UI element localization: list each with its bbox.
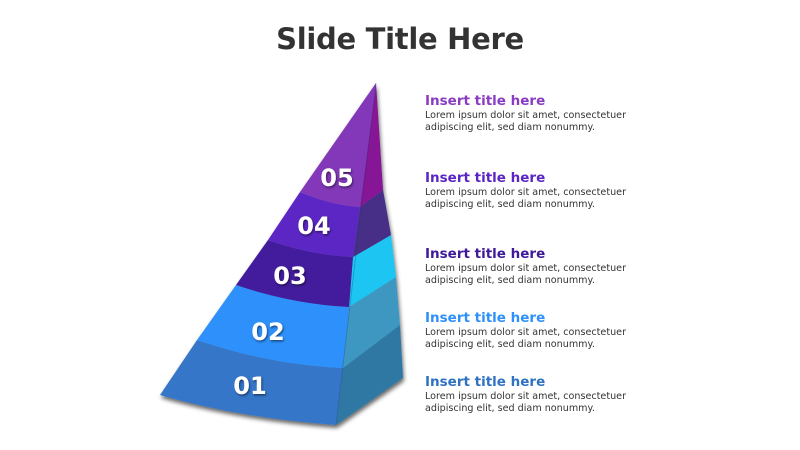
text-item-4: Insert title here Lorem ipsum dolor sit … — [425, 170, 685, 211]
level-number-5: 05 — [320, 164, 353, 192]
item-description: Lorem ipsum dolor sit amet, consectetuer… — [425, 327, 685, 351]
level-number-2: 02 — [251, 318, 284, 346]
side-face-level-2 — [343, 277, 400, 368]
level-number-3: 03 — [273, 262, 306, 290]
level-number-4: 04 — [297, 212, 330, 240]
item-description: Lorem ipsum dolor sit amet, consectetuer… — [425, 110, 685, 134]
front-face-level-5 — [300, 83, 376, 207]
side-face-level-5 — [360, 83, 383, 207]
item-desc-line: Lorem ipsum dolor sit amet, consectetuer — [425, 391, 627, 402]
level-number-1: 01 — [233, 372, 266, 400]
slide-title: Slide Title Here — [276, 22, 524, 56]
text-item-3: Insert title here Lorem ipsum dolor sit … — [425, 246, 685, 287]
item-desc-line: adipiscing elit, sed diam nonummy. — [425, 122, 595, 133]
side-face-level-1 — [336, 325, 403, 425]
item-desc-line: Lorem ipsum dolor sit amet, consectetuer — [425, 110, 627, 121]
item-desc-line: adipiscing elit, sed diam nonummy. — [425, 403, 595, 414]
item-desc-line: adipiscing elit, sed diam nonummy. — [425, 199, 595, 210]
text-item-5: Insert title here Lorem ipsum dolor sit … — [425, 93, 685, 134]
text-item-1: Insert title here Lorem ipsum dolor sit … — [425, 374, 685, 415]
item-desc-line: adipiscing elit, sed diam nonummy. — [425, 339, 595, 350]
item-title: Insert title here — [425, 93, 546, 109]
item-desc-line: adipiscing elit, sed diam nonummy. — [425, 275, 595, 286]
item-desc-line: Lorem ipsum dolor sit amet, consectetuer — [425, 263, 627, 274]
front-face-level-3 — [236, 240, 353, 307]
item-desc-line: Lorem ipsum dolor sit amet, consectetuer — [425, 327, 627, 338]
item-title: Insert title here — [425, 246, 546, 262]
text-item-2: Insert title here Lorem ipsum dolor sit … — [425, 310, 685, 351]
item-title: Insert title here — [425, 170, 546, 186]
item-description: Lorem ipsum dolor sit amet, consectetuer… — [425, 391, 685, 415]
item-description: Lorem ipsum dolor sit amet, consectetuer… — [425, 187, 685, 211]
side-face-level-4 — [353, 190, 391, 257]
front-side-edge — [335, 82, 377, 426]
item-title: Insert title here — [425, 310, 546, 326]
front-face-level-4 — [268, 192, 360, 257]
front-face-level-1 — [160, 340, 343, 425]
item-title: Insert title here — [425, 374, 546, 390]
front-face-level-2 — [197, 285, 349, 368]
item-description: Lorem ipsum dolor sit amet, consectetuer… — [425, 263, 685, 287]
side-face-level-3 — [349, 235, 396, 307]
item-desc-line: Lorem ipsum dolor sit amet, consectetuer — [425, 187, 627, 198]
